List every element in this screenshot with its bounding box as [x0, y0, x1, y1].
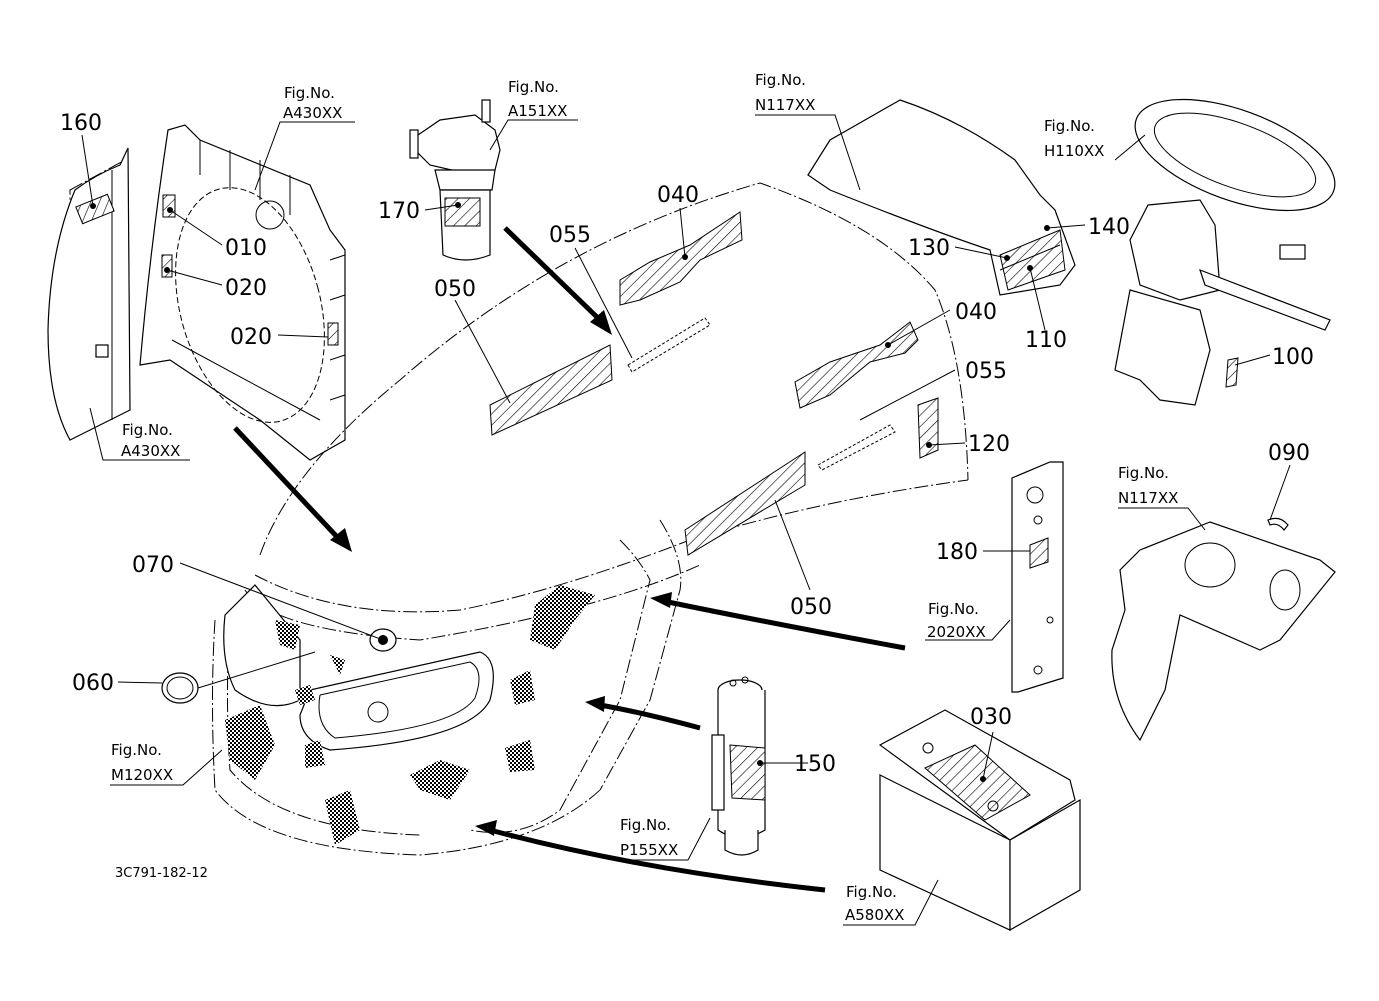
callout-160: 160: [60, 111, 102, 136]
svg-text:Fig.No.: Fig.No.: [284, 84, 335, 102]
fig-ref-a430-right[interactable]: Fig.No. A430XX: [283, 84, 342, 122]
svg-text:Fig.No.: Fig.No.: [755, 71, 806, 89]
fig-ref-2020[interactable]: Fig.No. 2020XX: [927, 600, 986, 641]
fig-ref-n117-right[interactable]: Fig.No. N117XX: [1118, 464, 1178, 507]
callout-030: 030: [970, 705, 1012, 730]
svg-text:A580XX: A580XX: [845, 906, 904, 924]
dash-cowl: [807, 99, 1076, 296]
callout-010: 010: [225, 236, 267, 261]
callout-060: 060: [72, 671, 114, 696]
hood-decals: [489, 211, 939, 556]
svg-text:Fig.No.: Fig.No.: [928, 600, 979, 618]
callout-180: 180: [936, 540, 978, 565]
radiator-shroud: [139, 124, 346, 461]
callout-020: 020: [225, 276, 267, 301]
callout-050: 050: [434, 277, 476, 302]
callout-040: 040: [657, 183, 699, 208]
svg-text:N117XX: N117XX: [1118, 489, 1178, 507]
callout-120: 120: [968, 432, 1010, 457]
callout-110: 110: [1025, 328, 1067, 353]
side-cover-right: [1111, 517, 1336, 742]
callout-150: 150: [794, 752, 836, 777]
fig-ref-a430-left[interactable]: Fig.No. A430XX: [121, 421, 180, 460]
svg-text:Fig.No.: Fig.No.: [846, 883, 897, 901]
svg-text:Fig.No.: Fig.No.: [122, 421, 173, 439]
svg-text:M120XX: M120XX: [111, 766, 173, 784]
rops-plate: [1011, 461, 1064, 693]
svg-text:Fig.No.: Fig.No.: [1044, 117, 1095, 135]
callout-055: 055: [549, 223, 591, 248]
callout-050-b: 050: [790, 595, 832, 620]
fig-ref-a580[interactable]: Fig.No. A580XX: [845, 883, 904, 924]
callout-020-b: 020: [230, 325, 272, 350]
fig-ref-n117-top[interactable]: Fig.No. N117XX: [755, 71, 815, 114]
callout-labels: 160 010 020 020 170 050 055 040 130 140 …: [60, 111, 1314, 777]
fig-ref-m120[interactable]: Fig.No. M120XX: [111, 741, 173, 784]
fig-ref-a151[interactable]: Fig.No. A151XX: [508, 78, 567, 120]
callout-100: 100: [1272, 345, 1314, 370]
side-panel-left: [47, 147, 131, 441]
mesh-patches: [225, 585, 595, 845]
svg-text:Fig.No.: Fig.No.: [111, 741, 162, 759]
callout-140: 140: [1088, 215, 1130, 240]
callout-070: 070: [132, 553, 174, 578]
callout-170: 170: [378, 199, 420, 224]
fuel-filter: [409, 99, 501, 261]
callout-040-b: 040: [955, 300, 997, 325]
svg-text:Fig.No.: Fig.No.: [1118, 464, 1169, 482]
svg-text:A430XX: A430XX: [121, 442, 180, 460]
drawing-code: 3C791-182-12: [115, 866, 208, 881]
fig-ref-h110[interactable]: Fig.No. H110XX: [1044, 117, 1104, 160]
svg-text:2020XX: 2020XX: [927, 623, 986, 641]
leader-lines: [81, 114, 1291, 926]
direction-arrows: [233, 226, 906, 893]
svg-text:H110XX: H110XX: [1044, 142, 1104, 160]
svg-text:N117XX: N117XX: [755, 96, 815, 114]
callout-090: 090: [1268, 441, 1310, 466]
svg-text:P155XX: P155XX: [620, 841, 678, 859]
svg-text:Fig.No.: Fig.No.: [620, 816, 671, 834]
callout-055-b: 055: [965, 359, 1007, 384]
svg-text:A151XX: A151XX: [508, 102, 567, 120]
steering-column: [1114, 98, 1336, 406]
front-grille: [161, 584, 494, 751]
accumulator: [711, 676, 766, 856]
svg-text:Fig.No.: Fig.No.: [508, 78, 559, 96]
callout-130: 130: [908, 236, 950, 261]
svg-text:A430XX: A430XX: [283, 104, 342, 122]
fig-ref-p155[interactable]: Fig.No. P155XX: [620, 816, 678, 859]
figure-references: Fig.No. A430XX Fig.No. A430XX Fig.No. A1…: [111, 71, 1178, 924]
battery: [878, 709, 1081, 932]
